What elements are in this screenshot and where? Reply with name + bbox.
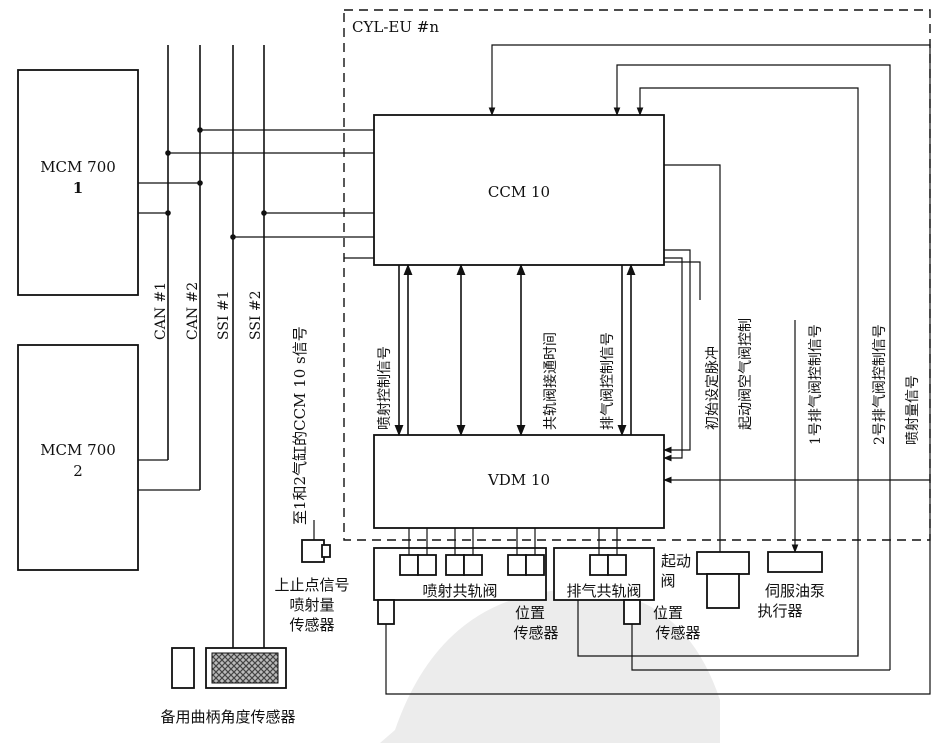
start-valve-line1: 起动	[661, 552, 691, 570]
return-loops	[385, 480, 931, 695]
servo-pump-line1: 伺服油泵	[765, 582, 825, 600]
label-exhaust-1: 1号排气阀控制信号	[808, 324, 824, 445]
servo-pump-line2: 执行器	[757, 602, 802, 620]
mcm-700-1-number: 1	[73, 179, 83, 197]
vdm-10-label: VDM 10	[487, 471, 550, 489]
exhaust-rail-valve: 排气共轨阀	[553, 547, 655, 601]
label-start-air-valve: 起动阀空气阀控制	[738, 318, 754, 430]
vdm-10-box	[373, 434, 665, 529]
tdc-signal-label: 上止点信号	[274, 576, 349, 594]
mcm-700-2-number: 2	[73, 462, 83, 480]
servo-pump-icon	[767, 551, 823, 573]
label-exhaust-valve-control: 排气阀控制信号	[600, 332, 616, 430]
bus-label-can1: CAN #1	[153, 282, 169, 340]
ccm-10-box	[373, 114, 665, 266]
label-rail-valve-time: 共轨阀接通时间	[542, 332, 559, 430]
start-valve-icon	[696, 551, 750, 575]
background-watermark	[380, 589, 720, 743]
position-sensor-1-line2: 传感器	[513, 624, 558, 642]
label-initial-pulse: 初始设定脉冲	[704, 346, 721, 430]
bus-label-can2: CAN #2	[185, 282, 201, 340]
backup-crank-sensor: 备用曲柄角度传感器	[160, 647, 296, 726]
signal-to-ccm-label: 至1和2气缸的CCM 10 s信号	[291, 326, 309, 525]
injection-sensor-line1: 喷射量	[289, 596, 334, 614]
label-exhaust-2: 2号排气阀控制信号	[872, 324, 888, 445]
feedback-lines	[488, 44, 931, 670]
position-sensor-2-icon	[623, 599, 641, 625]
cyl-eu-group-border	[343, 9, 931, 541]
exhaust-rail-valve-label: 排气共轨阀	[566, 582, 641, 600]
mcm-700-2-title: MCM 700	[40, 441, 116, 459]
position-sensor-2-line1: 位置	[653, 604, 683, 622]
tdc-sensor-icon	[301, 539, 325, 563]
mcm-700-1-box: MCM 700 1	[17, 69, 139, 296]
position-sensor-1-icon	[377, 599, 395, 625]
vdm-connectors	[408, 528, 618, 555]
bus-label-ssi2: SSI #2	[248, 290, 264, 340]
injection-rail-valve: 喷射共轨阀	[373, 547, 547, 601]
label-injection-control: 喷射控制信号	[377, 346, 393, 430]
ccm-10-label: CCM 10	[488, 183, 550, 201]
cyl-eu-group-label: CYL-EU #n	[352, 18, 439, 36]
injection-rail-valve-label: 喷射共轨阀	[422, 582, 497, 600]
mcm-700-2-box: MCM 700 2	[17, 344, 139, 571]
mcm-700-1-title: MCM 700	[40, 158, 116, 176]
bus-lines	[138, 45, 374, 650]
bus-label-ssi1: SSI #1	[216, 290, 232, 340]
position-sensor-1-line1: 位置	[515, 604, 545, 622]
position-sensor-2-line2: 传感器	[655, 624, 700, 642]
injection-sensor-line2: 传感器	[289, 616, 334, 634]
start-valve-line2: 阀	[660, 572, 675, 590]
backup-crank-label: 备用曲柄角度传感器	[160, 708, 295, 726]
label-injection-amount: 喷射量信号	[905, 375, 921, 445]
